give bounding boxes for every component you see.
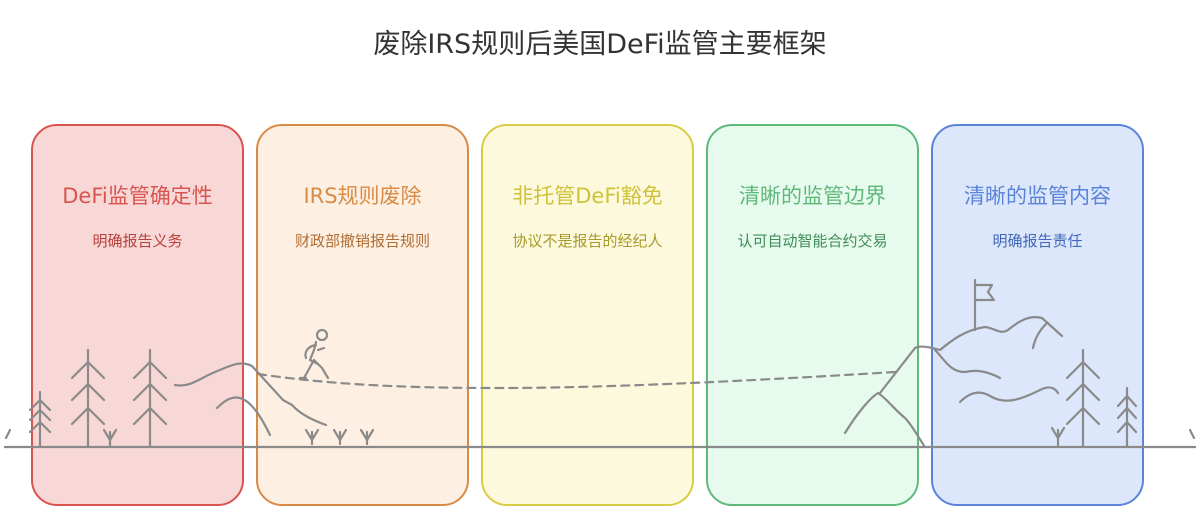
stage-card-5: 清晰的监管内容 明确报告责任 <box>931 124 1144 506</box>
stage-subtitle: 协议不是报告的经纪人 <box>512 232 663 250</box>
stage-card-2: IRS规则废除 财政部撤销报告规则 <box>256 124 469 506</box>
stage-heading: DeFi监管确定性 <box>62 184 213 208</box>
stage-card-4: 清晰的监管边界 认可自动智能合约交易 <box>706 124 919 506</box>
stage-card-3: 非托管DeFi豁免 协议不是报告的经纪人 <box>481 124 694 506</box>
stage-heading: 清晰的监管边界 <box>739 184 886 208</box>
stage-heading: 非托管DeFi豁免 <box>512 184 663 208</box>
stage-heading: IRS规则废除 <box>303 184 422 208</box>
ground-tick-right <box>1188 428 1196 440</box>
stage-subtitle: 认可自动智能合约交易 <box>737 232 888 250</box>
stage-card-1: DeFi监管确定性 明确报告义务 <box>31 124 244 506</box>
diagram-title: 废除IRS规则后美国DeFi监管主要框架 <box>373 29 827 60</box>
stage-subtitle: 明确报告责任 <box>992 232 1083 250</box>
stage-heading: 清晰的监管内容 <box>964 184 1111 208</box>
ground-tick-left <box>4 428 12 440</box>
stage-subtitle: 明确报告义务 <box>92 232 183 250</box>
stage-subtitle: 财政部撤销报告规则 <box>294 232 430 250</box>
